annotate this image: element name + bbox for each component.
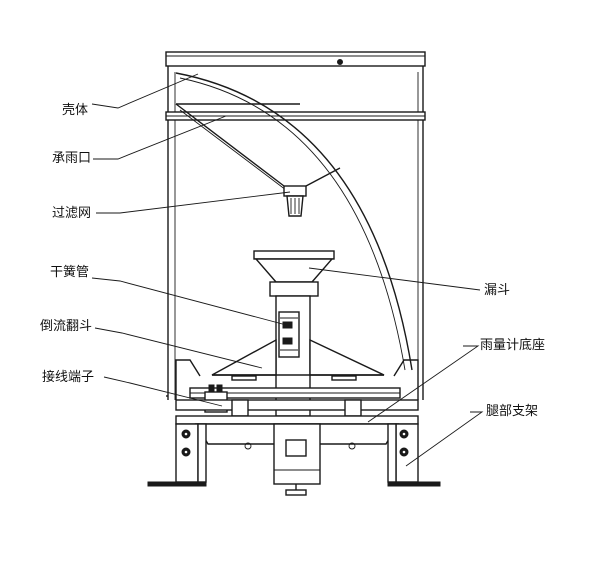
label-funnel: 漏斗: [484, 283, 511, 298]
filter-mesh-nozzle: [283, 185, 307, 217]
leader-reed-switch: [91, 277, 291, 327]
shell-housing: [165, 51, 426, 400]
leader-tipping-bucket: [94, 327, 263, 369]
leader-funnel: [308, 267, 481, 291]
funnel: [253, 250, 335, 297]
label-shell: 壳体: [62, 103, 89, 118]
cutaway-curve-inner: [179, 77, 406, 371]
tipping-bucket: [211, 338, 385, 381]
right-leg-bracket: [387, 423, 441, 487]
cutaway-curve: [175, 72, 413, 371]
leader-leg-bracket: [405, 411, 484, 467]
leader-shell: [91, 73, 199, 109]
label-tipping-bucket: 倒流翻斗: [40, 319, 93, 334]
label-rain-inlet: 承雨口: [52, 151, 92, 166]
gauge-base: [175, 399, 419, 496]
leader-terminal: [103, 376, 223, 407]
left-leg-bracket: [147, 423, 207, 487]
label-filter-mesh: 过滤网: [52, 206, 92, 221]
leader-lines: [91, 73, 484, 467]
leader-gauge-base: [367, 345, 480, 423]
rain-inlet-cone: [175, 103, 341, 191]
label-leg-bracket: 腿部支架: [486, 404, 539, 419]
label-gauge-base: 雨量计底座: [480, 338, 546, 353]
label-reed-switch: 干簧管: [50, 265, 90, 280]
leader-rain-inlet: [93, 115, 227, 160]
leader-filter-mesh: [96, 191, 291, 214]
label-terminal: 接线端子: [42, 370, 95, 385]
